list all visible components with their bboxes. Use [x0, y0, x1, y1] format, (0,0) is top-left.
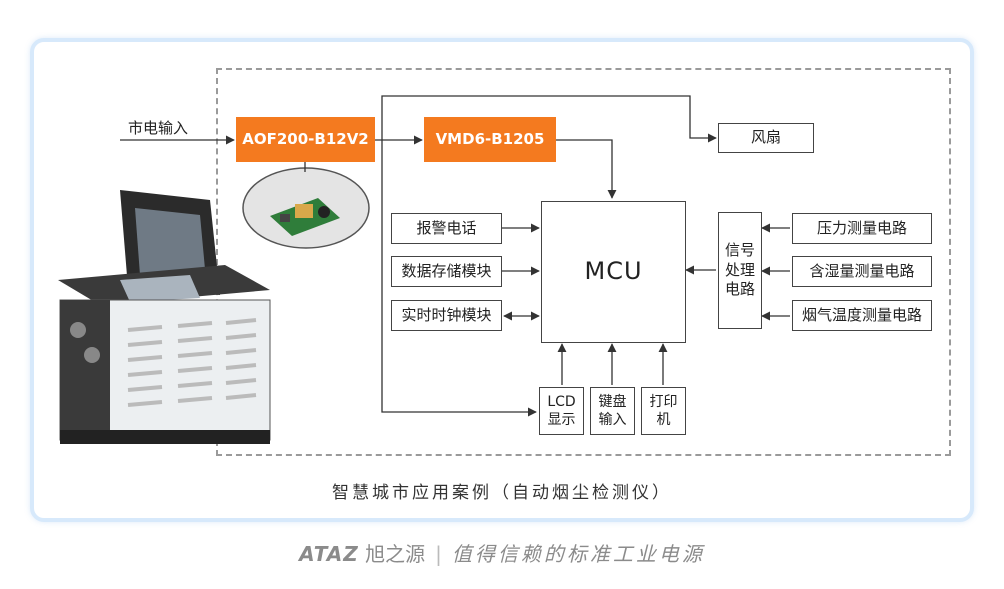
instrument-illustration: [58, 190, 271, 444]
mains-input-label: 市电输入: [128, 119, 189, 137]
pressure-block: 压力测量电路: [792, 213, 932, 244]
humidity-block: 含湿量测量电路: [792, 256, 932, 287]
power-board-photo: [242, 167, 370, 249]
mcu-block: MCU: [541, 201, 686, 343]
lcd-block: LCD 显示: [539, 387, 584, 435]
printer-block: 打印 机: [641, 387, 686, 435]
storage-block: 数据存储模块: [391, 256, 502, 287]
signal-processing-block: 信号 处理 电路: [718, 212, 762, 329]
temperature-block: 烟气温度测量电路: [792, 300, 932, 331]
fan-block: 风扇: [718, 123, 814, 153]
diagram-caption: 智慧城市应用案例（自动烟尘检测仪）: [332, 483, 672, 503]
rtc-block: 实时时钟模块: [391, 300, 502, 331]
system-boundary: [216, 68, 951, 456]
brand-logo: ATAZ: [299, 542, 359, 566]
brand-name: 旭之源: [365, 542, 426, 566]
psu-block: AOF200-B12V2: [236, 117, 375, 162]
dcdc-block: VMD6-B1205: [424, 117, 556, 162]
brand-slogan: 值得信赖的标准工业电源: [451, 542, 705, 566]
alarm-block: 报警电话: [391, 213, 502, 244]
keyboard-block: 键盘 输入: [590, 387, 635, 435]
brand-separator: |: [435, 542, 442, 566]
brand-footer: ATAZ 旭之源 | 值得信赖的标准工业电源: [0, 538, 1004, 567]
